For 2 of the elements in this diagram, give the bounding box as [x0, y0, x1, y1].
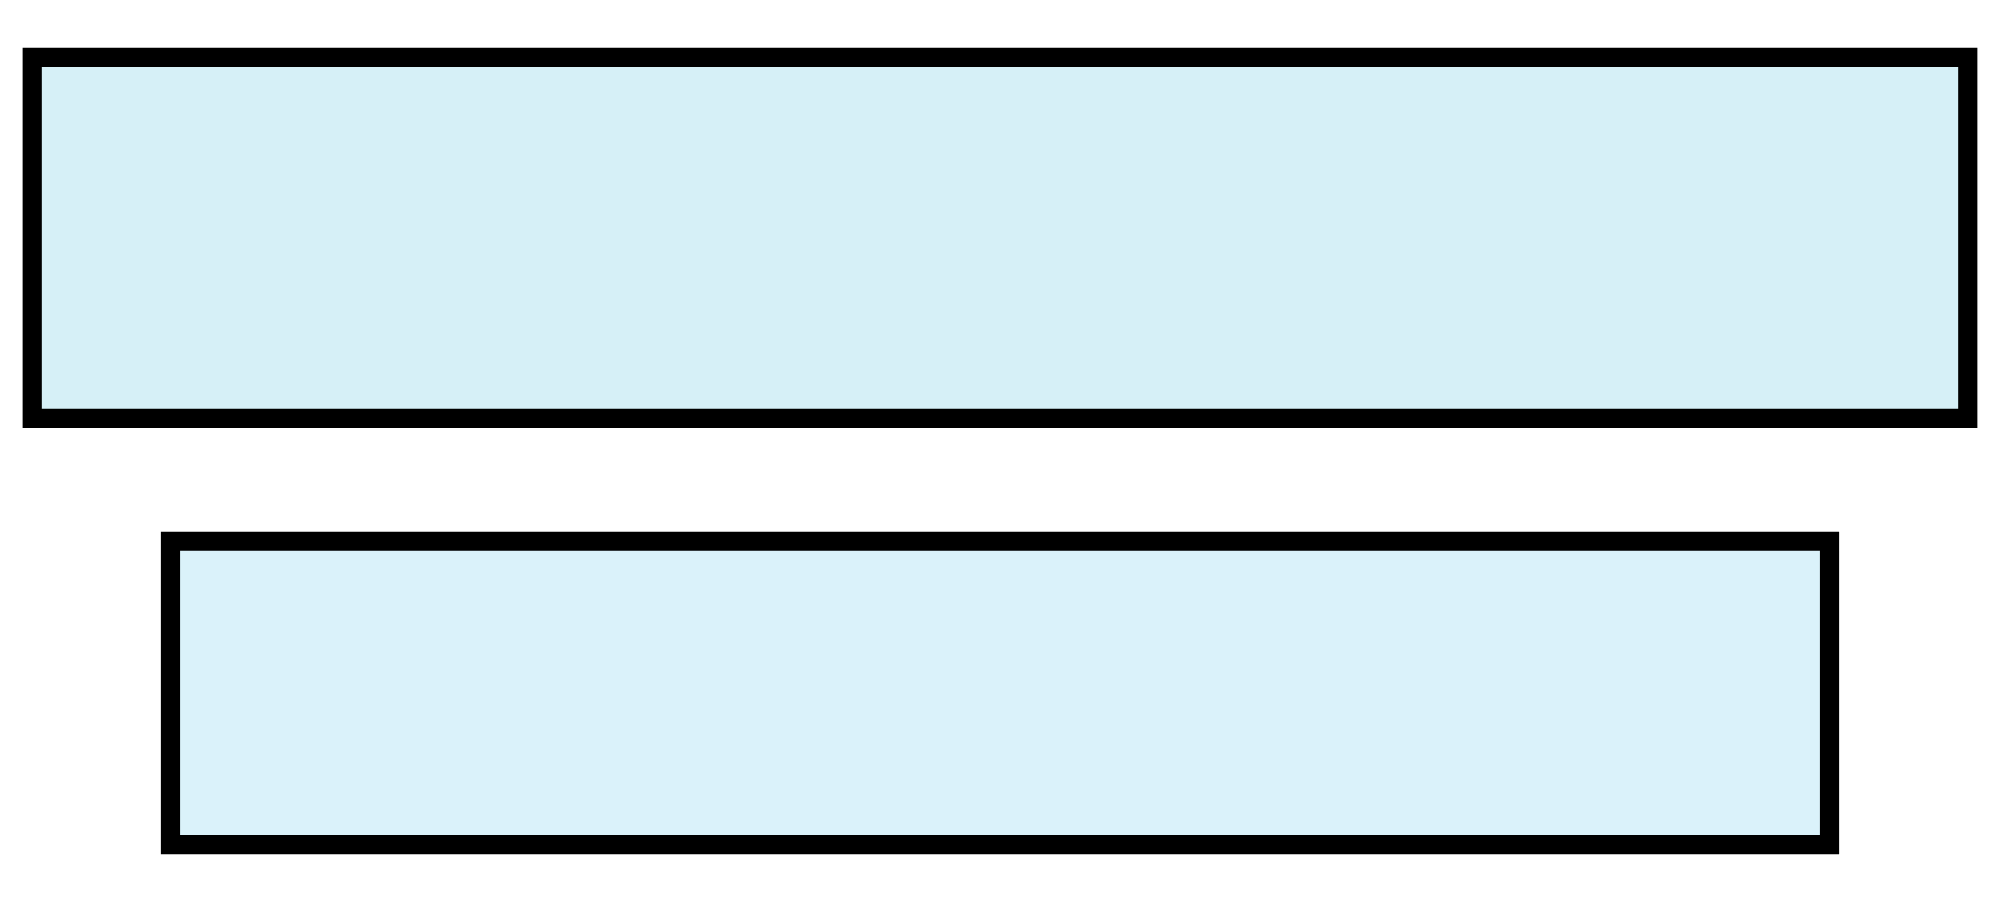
- node-box: [160, 530, 1840, 854]
- node-box: [22, 46, 1978, 427]
